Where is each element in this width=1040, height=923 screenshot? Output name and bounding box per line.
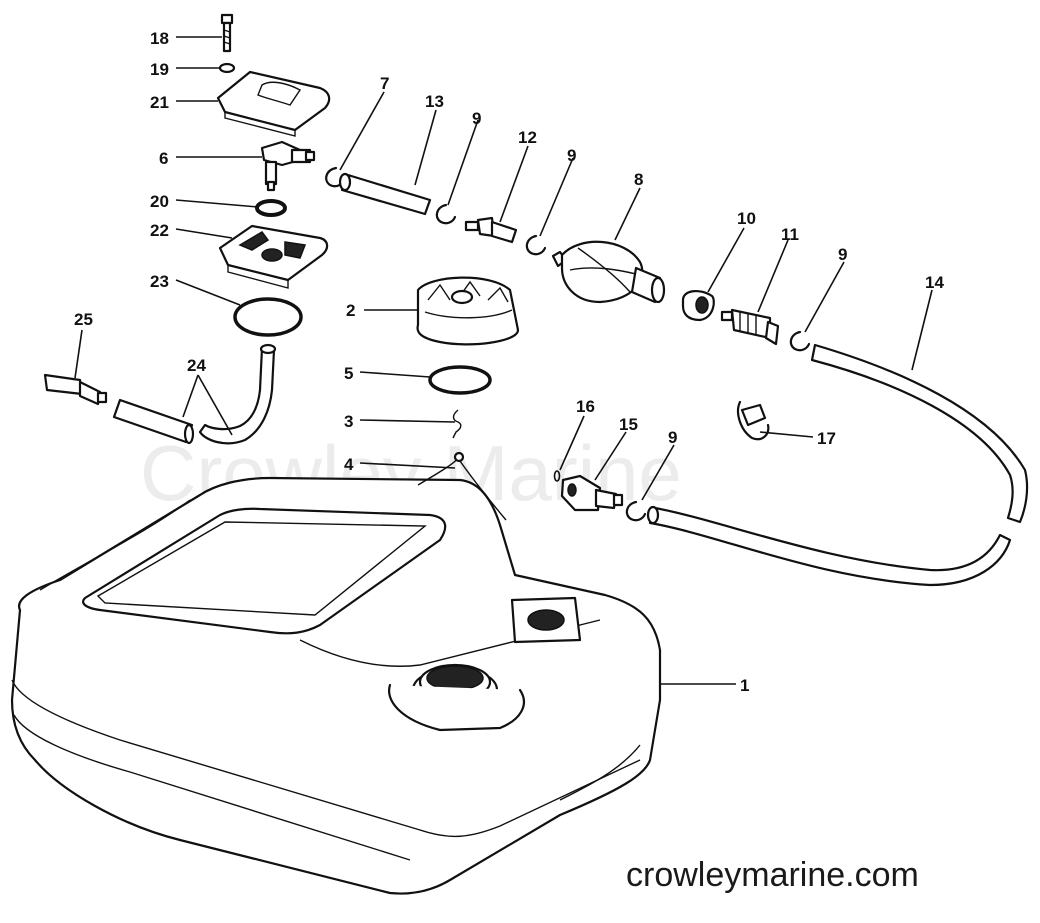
gauge-gasket <box>233 297 303 337</box>
callout-11: 11 <box>781 225 799 244</box>
hose-clip <box>736 400 770 441</box>
fill-cap <box>388 663 526 732</box>
hose-connector <box>464 216 518 244</box>
fuel-screen-pickup <box>43 373 108 406</box>
callout-19: 19 <box>150 60 169 79</box>
o-ring-small <box>255 199 287 217</box>
fuel-gauge-assembly <box>218 224 329 289</box>
callout-20: 20 <box>150 192 169 211</box>
retainer-clamp <box>216 70 331 137</box>
gauge-mount-plate <box>510 596 582 644</box>
site-url: crowleymarine.com <box>626 856 919 894</box>
float-clip <box>452 409 462 439</box>
callout-15: 15 <box>619 415 638 434</box>
hose-clamp-a <box>435 203 457 225</box>
housing-o-ring <box>428 365 492 395</box>
callout-9: 9 <box>668 428 677 447</box>
hose-clamp-c <box>789 330 811 352</box>
fuel-hose-long <box>646 343 1029 587</box>
callout-21: 21 <box>150 93 169 112</box>
callout-1: 1 <box>740 676 749 695</box>
hose-clamp-d <box>625 500 647 522</box>
primer-bulb <box>551 240 666 304</box>
callout-10: 10 <box>737 209 756 228</box>
tube-section <box>112 398 195 445</box>
callout-9: 9 <box>838 245 847 264</box>
callout-22: 22 <box>150 221 169 240</box>
callout-3: 3 <box>344 412 353 431</box>
hose-short <box>338 172 432 216</box>
callout-9: 9 <box>472 109 481 128</box>
callout-labels: 18 19 21 6 20 22 23 25 24 2 5 3 4 7 13 9… <box>74 29 944 695</box>
callout-16: 16 <box>576 397 595 416</box>
callout-2: 2 <box>346 301 355 320</box>
callout-25: 25 <box>74 310 93 329</box>
callout-12: 12 <box>518 128 537 147</box>
callout-17: 17 <box>817 429 836 448</box>
callout-23: 23 <box>150 272 169 291</box>
callout-6: 6 <box>159 149 168 168</box>
elbow-fitting <box>260 140 316 192</box>
leader-lines <box>74 36 933 685</box>
bolt <box>220 13 234 53</box>
callout-18: 18 <box>150 29 169 48</box>
callout-9: 9 <box>567 146 576 165</box>
lock-washer <box>218 62 236 74</box>
hose-clamp-b <box>525 234 547 256</box>
fuel-pickup-tube <box>198 343 277 445</box>
gauge-float-housing <box>416 276 520 346</box>
check-valve <box>681 290 715 322</box>
callout-7: 7 <box>380 74 389 93</box>
callout-8: 8 <box>634 170 643 189</box>
tank-fitting <box>560 474 624 512</box>
small-o-ring <box>553 470 561 482</box>
fuel-tank <box>10 476 662 895</box>
callout-14: 14 <box>925 273 944 292</box>
float-arm <box>417 451 507 521</box>
callout-13: 13 <box>425 92 444 111</box>
quick-connector <box>720 308 780 346</box>
callout-4: 4 <box>344 455 354 474</box>
callout-5: 5 <box>344 364 353 383</box>
callout-24: 24 <box>187 356 206 375</box>
